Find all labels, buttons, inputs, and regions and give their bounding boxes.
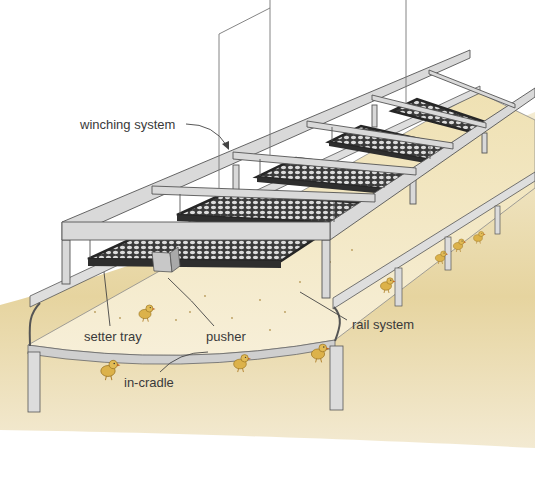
winch-cables [219, 0, 406, 189]
chicks [101, 231, 486, 380]
part-label: setter tray [84, 329, 142, 344]
part-label: winching system [80, 117, 175, 132]
frame [62, 50, 535, 298]
part-label: in-cradle [124, 375, 174, 390]
tray-hangers [90, 127, 430, 260]
part-label: rail system [352, 317, 414, 332]
pusher-drawing [152, 247, 180, 272]
cradle-front-plate [28, 340, 335, 364]
leader-arrowhead [222, 141, 229, 150]
part-label: pusher [206, 329, 246, 344]
